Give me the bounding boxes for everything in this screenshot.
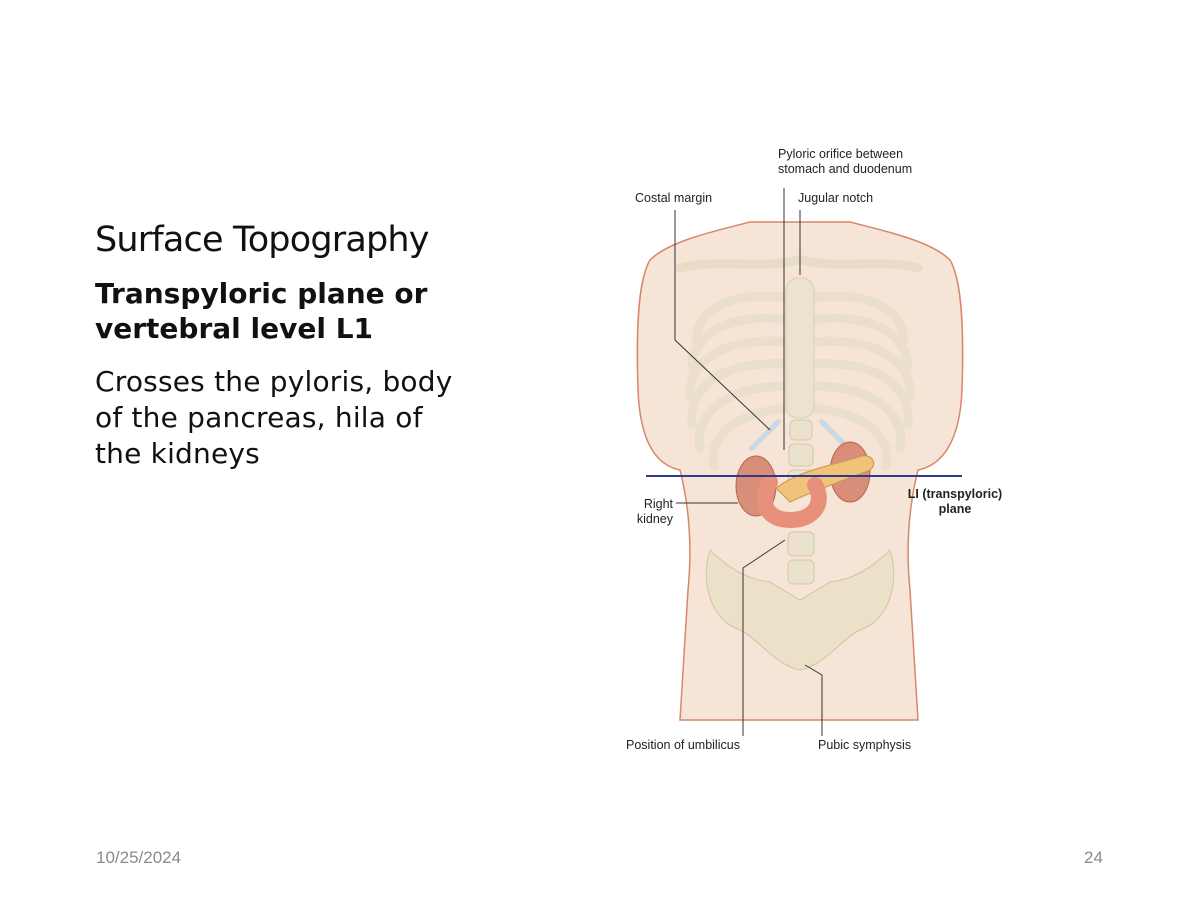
right-clavicle	[797, 255, 923, 273]
anatomy-figure: Pyloric orifice between stomach and duod…	[600, 130, 1050, 770]
label-costal-margin: Costal margin	[635, 191, 713, 205]
duodenum	[756, 474, 827, 529]
label-jugular-notch: Jugular notch	[798, 191, 874, 205]
left-clavicle	[675, 255, 803, 273]
label-pyloric-orifice: Pyloric orifice between stomach and duod…	[778, 147, 913, 176]
sternum	[785, 277, 815, 419]
label-pubic-symphysis: Pubic symphysis	[818, 738, 912, 752]
label-umbilicus: Position of umbilicus	[626, 738, 740, 752]
slide-subtitle: Transpyloric plane or vertebral level L1	[95, 277, 428, 345]
torso-illustration	[636, 188, 964, 736]
slide-body-text: Crosses the pyloris, body of the pancrea…	[95, 365, 453, 470]
leader-lines	[674, 188, 823, 736]
label-transpyloric-plane: LI (transpyloric) plane	[907, 487, 1003, 516]
footer-page-number: 24	[1084, 848, 1103, 867]
label-right-kidney: Right kidney	[636, 497, 673, 526]
footer-date: 10/25/2024	[96, 848, 182, 867]
slide-title: Surface Topography	[95, 220, 430, 260]
pelvis	[705, 549, 895, 671]
